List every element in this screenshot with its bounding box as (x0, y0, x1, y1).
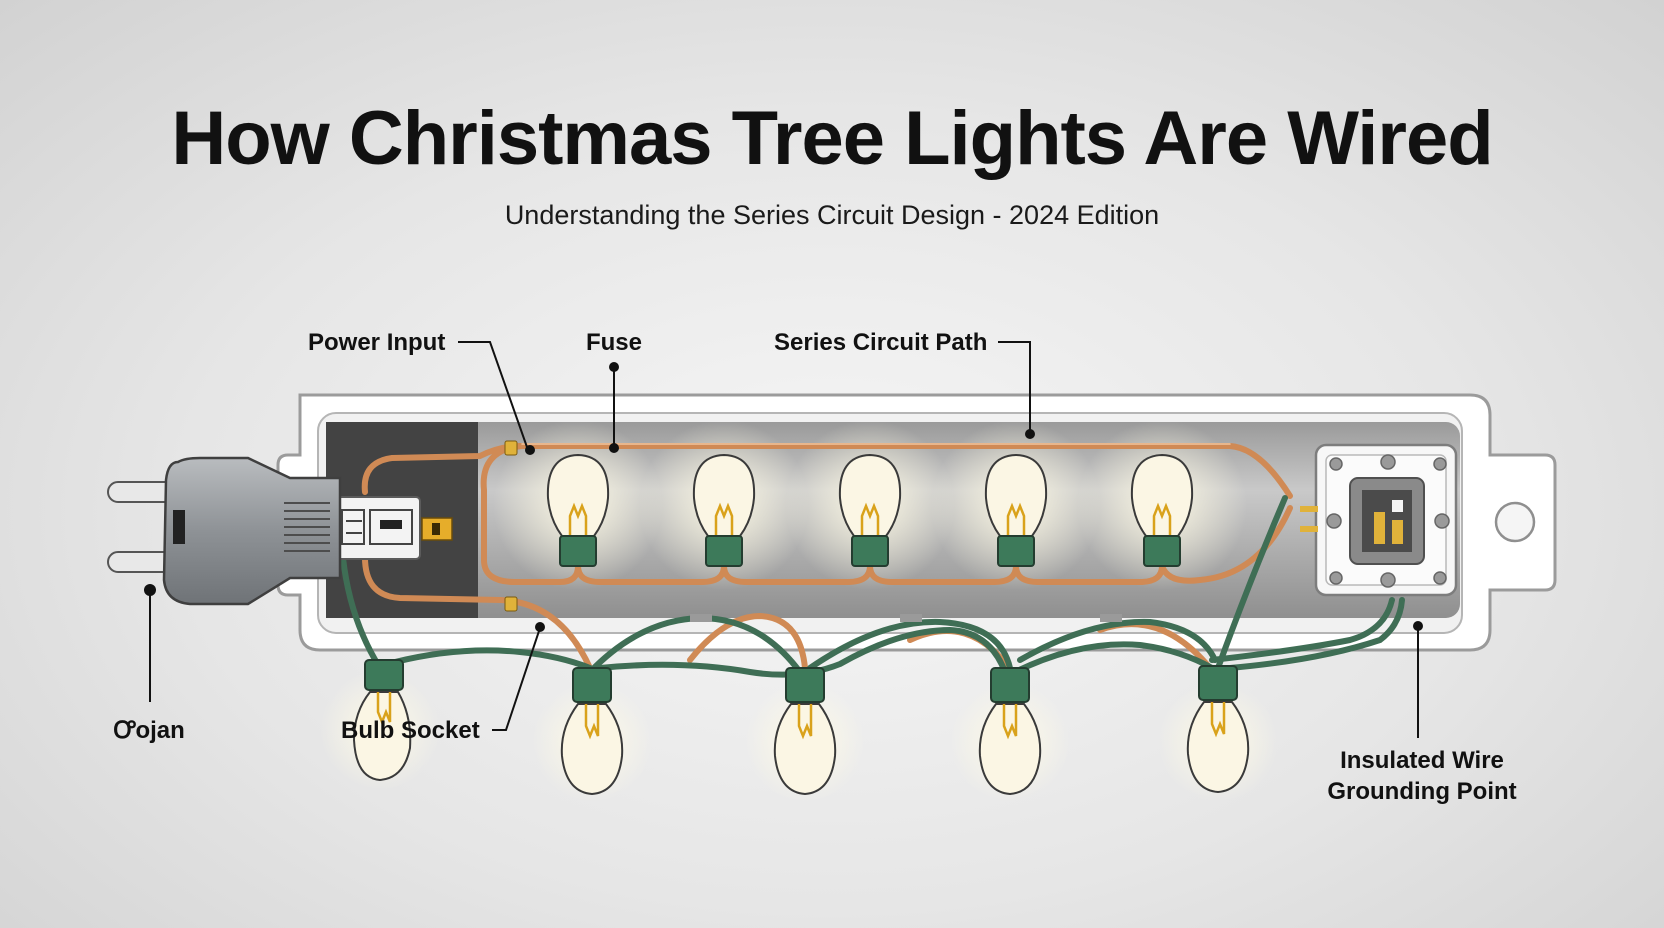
label-grounding-point: Grounding Point (1327, 778, 1516, 805)
leader-dots (144, 362, 1423, 632)
inner-bulb (546, 453, 610, 567)
leader-lines (149, 341, 1419, 738)
page-subtitle: Understanding the Series Circuit Design … (504, 200, 1160, 230)
page-title: How Christmas Tree Lights Are Wired (171, 96, 1493, 181)
label-power-input: Power Input (308, 329, 445, 356)
inner-bulb (984, 453, 1048, 567)
label-series-circuit-path: Series Circuit Path (774, 329, 987, 356)
inner-bulb (692, 453, 756, 567)
string-bulb (560, 667, 624, 796)
label-bulb-socket: Bulb Socket (341, 717, 480, 744)
mounting-hole (1494, 501, 1536, 543)
string-bulb (773, 667, 837, 796)
grounding-junction-box (1300, 443, 1458, 597)
string-bulbs (352, 659, 1250, 796)
label-fuse: Fuse (586, 329, 642, 356)
power-plug (107, 456, 342, 606)
wire-connectors (504, 440, 1122, 622)
fuse-module (335, 496, 453, 560)
string-bulb (978, 667, 1042, 796)
inner-bulb (838, 453, 902, 567)
inner-bulb (1130, 453, 1194, 567)
inner-bulbs (546, 453, 1194, 567)
string-bulb (1186, 665, 1250, 794)
label-plug: Ꝍojan (113, 717, 185, 744)
string-bulb (352, 659, 412, 782)
label-insulated-wire: Insulated Wire (1340, 747, 1504, 774)
